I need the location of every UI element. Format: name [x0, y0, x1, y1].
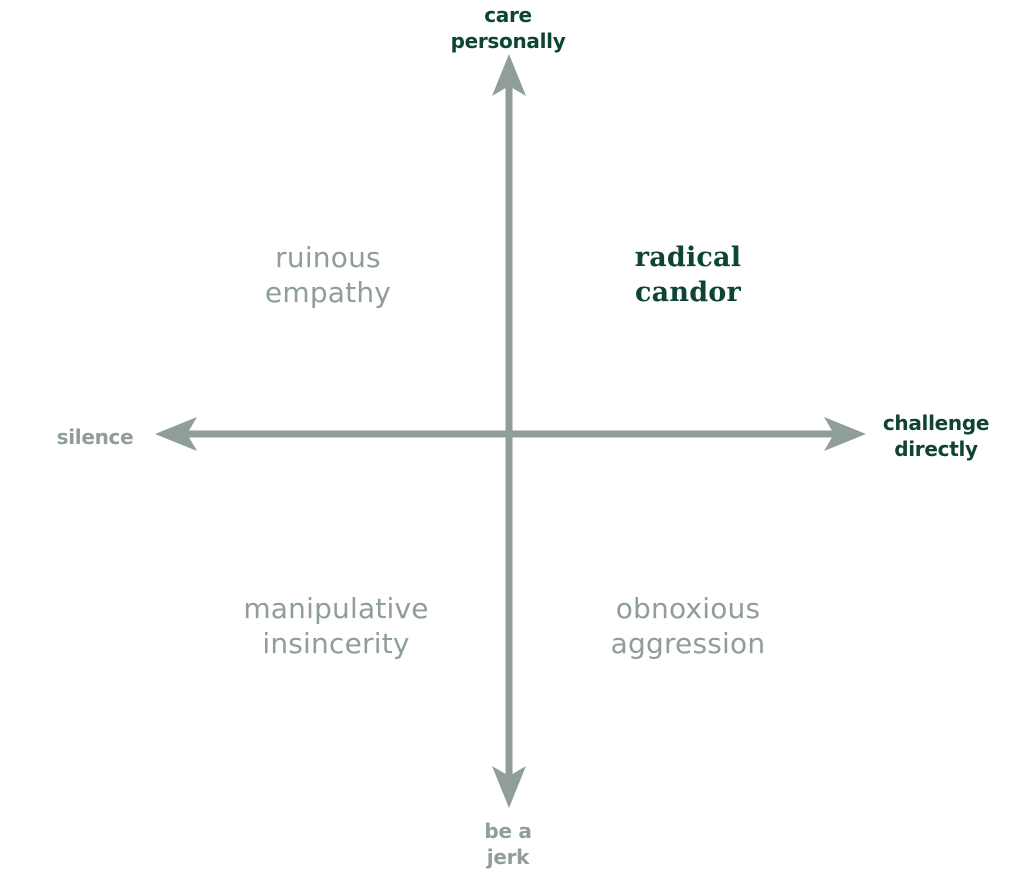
axis-label-challenge-directly: challenge directly: [882, 411, 990, 461]
arrow-up-icon: [492, 54, 526, 96]
axis-label-care-personally: care personally: [450, 3, 566, 53]
quadrant-manipulative-insincerity: manipulative insincerity: [243, 592, 429, 660]
axis-label-be-a-jerk: be a jerk: [484, 819, 532, 869]
arrow-left-icon: [155, 417, 197, 451]
axis-label-silence: silence: [56, 425, 134, 449]
arrow-right-icon: [824, 417, 866, 451]
arrow-down-icon: [492, 766, 526, 808]
quadrant-obnoxious-aggression: obnoxious aggression: [610, 592, 766, 660]
quadrant-radical-candor: radical candor: [634, 242, 742, 308]
quadrant-ruinous-empathy: ruinous empathy: [264, 241, 392, 309]
